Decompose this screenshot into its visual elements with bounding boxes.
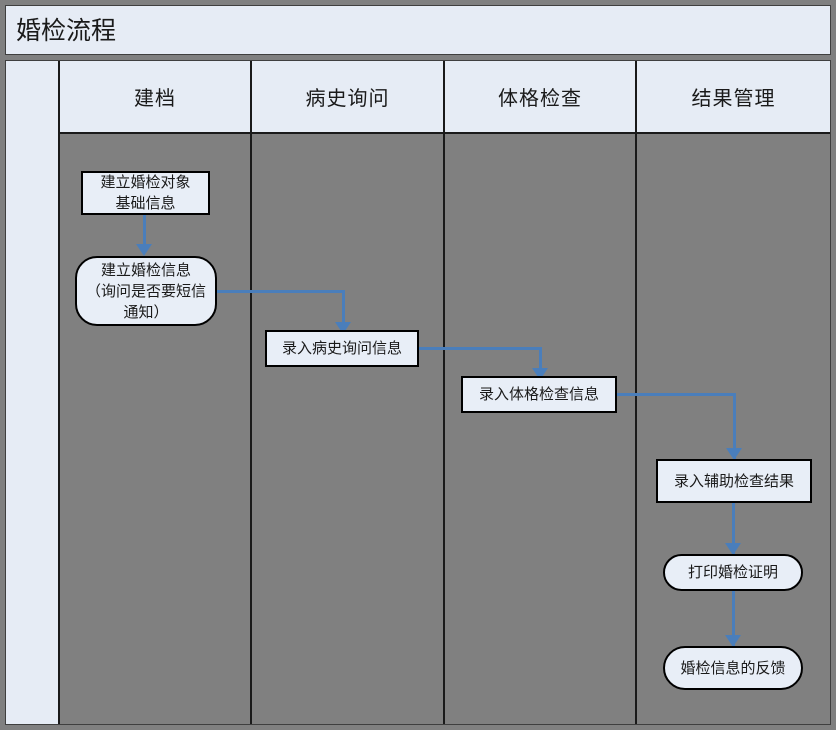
arrowhead-print-certificate — [725, 543, 741, 555]
lane-body-jiandang — [60, 134, 252, 724]
node-enter-history[interactable]: 录入病史询问信息 — [265, 330, 419, 367]
swimlane-frame — [5, 60, 831, 725]
lane-body-bingshi — [252, 134, 445, 724]
arrowhead-create-info — [136, 244, 152, 256]
lane-body-tige — [445, 134, 637, 724]
connector-history-to-physical-h — [418, 347, 542, 350]
node-feedback[interactable]: 婚检信息的反馈 — [663, 646, 803, 690]
connector-history-to-physical-v — [539, 347, 542, 380]
lane-header-label: 病史询问 — [305, 86, 390, 110]
connector-create-object-to-create-info — [143, 214, 146, 246]
node-create-info[interactable]: 建立婚检信息 （询问是否要短信 通知） — [75, 256, 217, 326]
lane-header-label: 结果管理 — [691, 86, 776, 110]
lane-header-label: 体格检查 — [498, 86, 582, 110]
diagram-title: 婚检流程 — [16, 16, 117, 45]
connector-create-info-to-history-v — [342, 290, 345, 326]
connector-certificate-to-feedback — [732, 590, 735, 646]
connector-physical-to-auxiliary-v — [733, 393, 736, 459]
node-enter-auxiliary[interactable]: 录入辅助检查结果 — [656, 459, 812, 503]
lane-gutter-column — [6, 61, 60, 724]
lane-header-jiandang: 建档 — [60, 61, 252, 134]
lane-header-jieguo: 结果管理 — [637, 61, 830, 134]
lane-header-label: 建档 — [134, 86, 176, 110]
node-enter-physical[interactable]: 录入体格检查信息 — [461, 376, 617, 413]
arrowhead-feedback — [725, 635, 741, 647]
lane-header-tige: 体格检查 — [445, 61, 637, 134]
arrowhead-enter-auxiliary — [726, 448, 742, 460]
connector-create-info-to-history-h — [216, 290, 345, 293]
connector-physical-to-auxiliary-h — [616, 393, 736, 396]
diagram-title-bar: 婚检流程 — [5, 5, 831, 55]
lane-header-bingshi: 病史询问 — [252, 61, 445, 134]
node-create-object[interactable]: 建立婚检对象 基础信息 — [81, 171, 210, 215]
connector-auxiliary-to-certificate — [732, 502, 735, 554]
node-print-certificate[interactable]: 打印婚检证明 — [663, 554, 803, 591]
